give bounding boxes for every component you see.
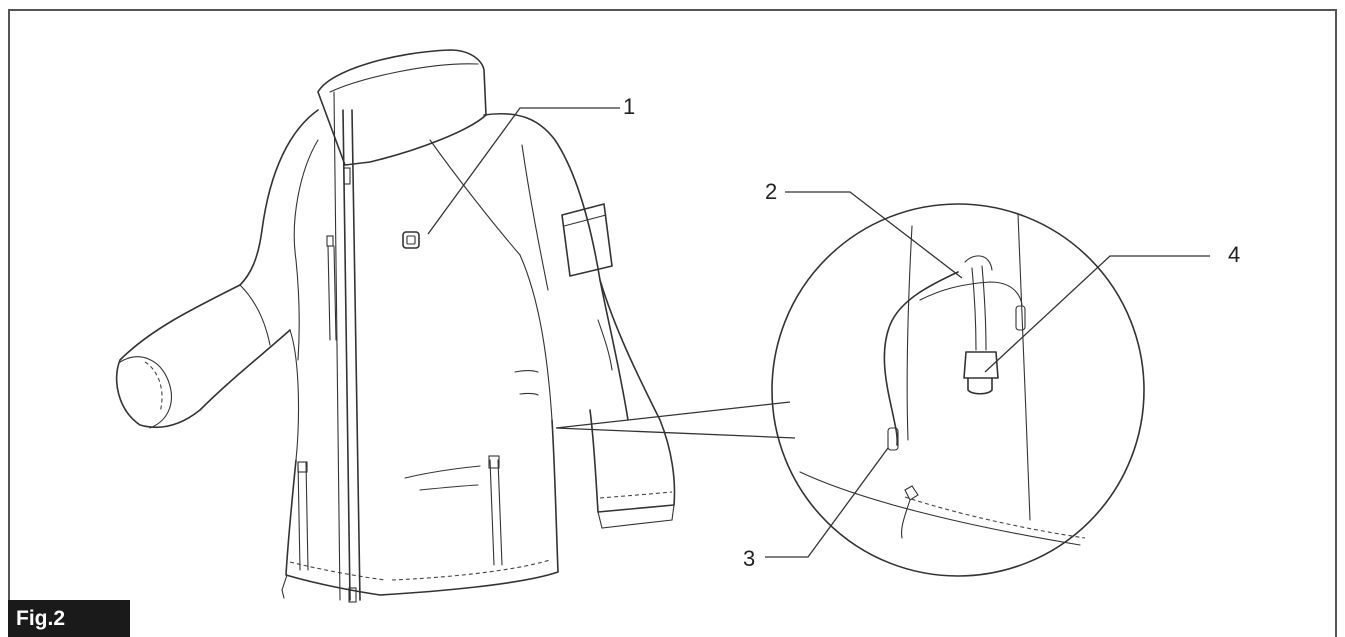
magnified-detail bbox=[771, 203, 1145, 577]
callout-2: 2 bbox=[765, 179, 778, 204]
jacket-drawing bbox=[115, 49, 676, 603]
figure-label-text: Fig.2 bbox=[16, 606, 66, 630]
figure-frame bbox=[8, 9, 1337, 637]
leader-1 bbox=[427, 107, 620, 235]
callout-4: 4 bbox=[1228, 242, 1241, 267]
zoom-pointer bbox=[555, 401, 796, 439]
callout-1: 1 bbox=[623, 94, 636, 119]
figure-label: Fig.2 bbox=[8, 600, 130, 637]
leader-3 bbox=[765, 447, 889, 558]
leader-2 bbox=[785, 191, 963, 279]
callout-3: 3 bbox=[743, 546, 756, 571]
leader-4 bbox=[984, 255, 1210, 373]
